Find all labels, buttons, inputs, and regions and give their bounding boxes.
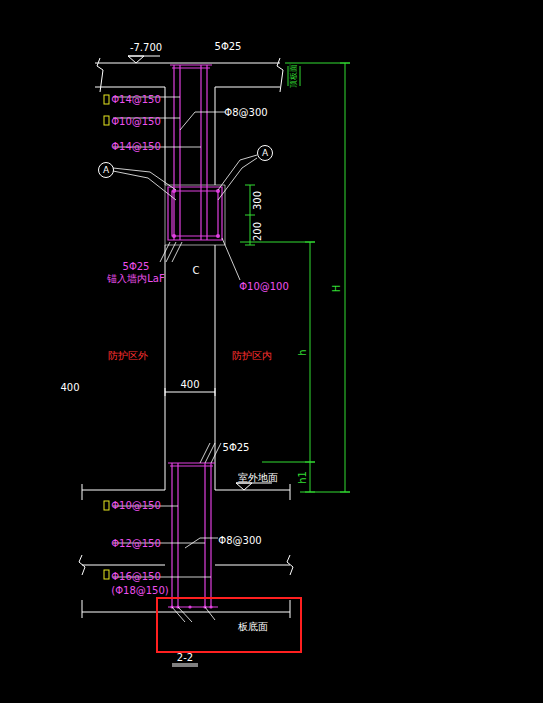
drawing-label: 板底面 [238,621,268,632]
drawing-label: Φ14@150 [111,94,161,105]
drawing-label: 5Φ25 [123,261,150,272]
drawing-label: H [332,284,343,292]
callout-circle: A [98,162,114,178]
drawing-label: h [297,349,308,355]
drawing-label: h1 [296,471,307,484]
drawing-label: C [193,265,200,276]
drawing-label: 5Φ25 [223,442,250,453]
drawing-label: (Φ18@150) [111,585,169,596]
rebar-dots [170,189,220,609]
drawing-label: -7.700 [130,42,162,53]
drawing-label: 300 [253,190,264,209]
callout-letter: A [103,166,109,175]
drawing-label: Φ8@300 [218,535,261,546]
drawing-label: 400 [60,382,79,393]
concrete-outline [79,56,293,666]
drawing-label: Φ10@150 [111,500,161,511]
highlight-box [157,598,301,652]
drawing-label: Φ8@300 [224,107,267,118]
drawing-label: Φ16@150 [111,571,161,582]
callout-circle: A [257,145,273,161]
drawing-label: 顶板面 [290,64,299,88]
drawing-label: 5Φ25 [215,41,242,52]
drawing-label: 防护区内 [232,350,272,361]
drawing-label: 防护区外 [108,350,148,361]
drawing-label: 2-2 [177,652,193,663]
drawing-label: 锚入墙内LaF [107,273,164,284]
drawing-label: Φ12@150 [111,538,161,549]
rebar [168,65,222,607]
drawing-label: Φ14@150 [111,141,161,152]
drawing-label: 室外地面 [238,472,278,483]
drawing-label: 200 [253,221,264,240]
callout-letter: A [262,149,268,158]
drawing-label: Φ10@150 [111,116,161,127]
dimension-lines [240,63,350,492]
drawing-label: Φ10@100 [239,281,289,292]
drawing-label: 400 [180,379,199,390]
